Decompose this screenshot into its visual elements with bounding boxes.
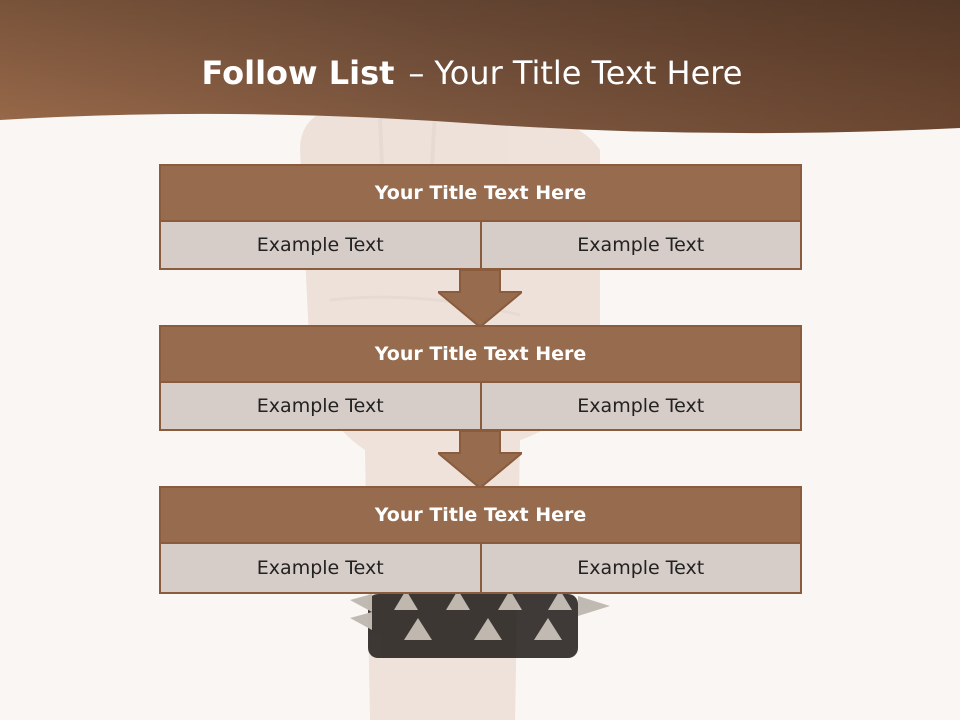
step-cell-right: Example Text <box>479 222 800 268</box>
step-title: Your Title Text Here <box>161 327 800 383</box>
step-title: Your Title Text Here <box>161 488 800 544</box>
title-bold-text: Follow List <box>201 54 395 92</box>
step-cell-left: Example Text <box>161 383 480 429</box>
header-band <box>0 0 960 134</box>
step-box-1: Your Title Text Here Example Text Exampl… <box>159 164 802 270</box>
down-arrow-icon <box>438 270 522 328</box>
step-title: Your Title Text Here <box>161 166 800 222</box>
title-dash: – <box>408 54 425 92</box>
step-box-2: Your Title Text Here Example Text Exampl… <box>159 325 802 431</box>
title-rest-text: Your Title Text Here <box>434 54 743 92</box>
slide-title: Follow List–Your Title Text Here <box>0 54 944 92</box>
step-cell-right: Example Text <box>479 544 800 592</box>
step-box-3: Your Title Text Here Example Text Exampl… <box>159 486 802 594</box>
down-arrow-icon <box>438 431 522 489</box>
step-cell-left: Example Text <box>161 544 480 592</box>
step-cell-right: Example Text <box>479 383 800 429</box>
step-cell-left: Example Text <box>161 222 480 268</box>
